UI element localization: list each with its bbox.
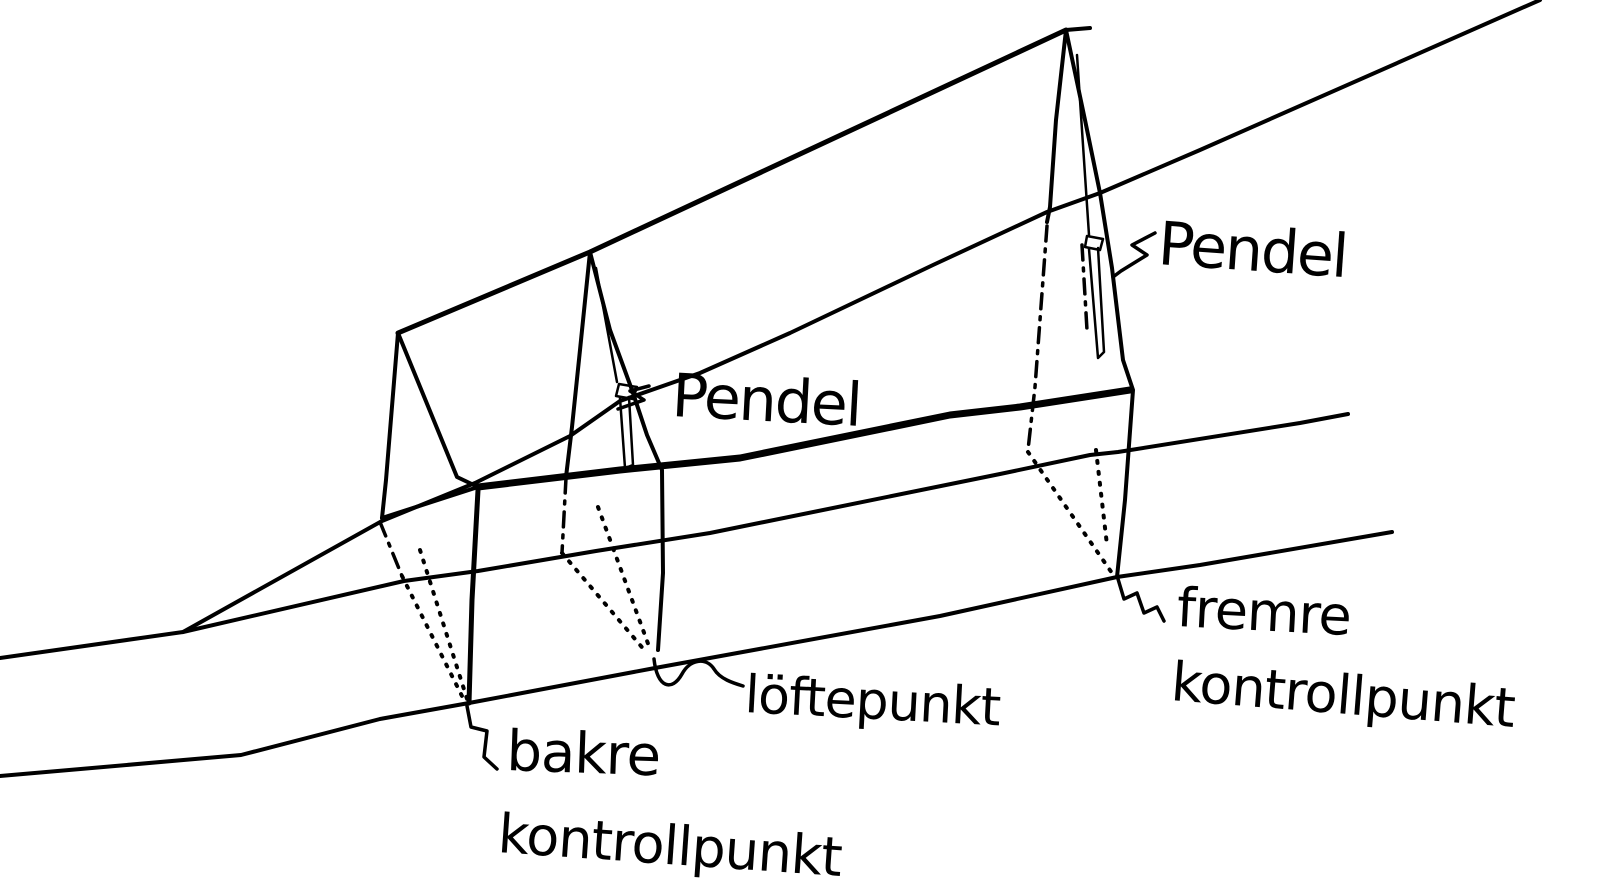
mid-sling-hidden-rope-1 (560, 551, 648, 654)
front-pendulum-rod (1087, 246, 1106, 360)
front-sling-hidden-leg (1026, 224, 1049, 452)
rear-hidden-rope-1 (400, 574, 466, 702)
label-pendel-front: Pendel (1156, 209, 1349, 292)
front-pendulum-hidden-edge (1080, 243, 1089, 332)
mid-sling-left-leg (564, 250, 592, 479)
rear-gable-right-edge (396, 331, 480, 489)
front-sling-hidden-rope-2 (1094, 448, 1109, 547)
label-bakre-line2: kontrollpunkt (496, 802, 844, 889)
eaves-line (474, 386, 1134, 491)
label-fremre-line1: fremre (1175, 576, 1352, 648)
label-fremre-line2: kontrollpunkt (1169, 650, 1517, 740)
mid-sling-right-leg (588, 250, 665, 652)
rear-corner-plumb-line (466, 487, 481, 706)
ridge-apex-tick (1064, 26, 1092, 32)
front-pendulum-hanger (1075, 53, 1091, 237)
mid-sling-hidden-rope-2 (596, 505, 652, 651)
rear-gable-base-edge (380, 485, 480, 520)
house-ridge-line (395, 27, 1069, 336)
front-sling-left-leg (1045, 28, 1068, 224)
cable-line (181, 0, 1542, 634)
front-sling-hidden-rope-1 (1026, 450, 1114, 575)
rear-hidden-leg (378, 520, 404, 578)
mid-pendulum-rod (618, 395, 635, 470)
label-bakre-line1: bakre (506, 719, 662, 789)
front-pendel-leader (1111, 231, 1157, 279)
rear-hidden-rope-2 (418, 548, 470, 704)
loftepunkt-leader (652, 657, 745, 688)
fremre-leader (1116, 577, 1166, 623)
front-sling-right-leg (1064, 28, 1135, 579)
mid-pendulum-hanger (594, 266, 619, 384)
ground-line-upper (0, 412, 1350, 660)
front-pendulum-link (1083, 234, 1105, 252)
label-pendel-mid: Pendel (670, 361, 862, 441)
bakre-leader (465, 704, 499, 771)
label-loftepunkt: löftepunkt (743, 665, 1002, 738)
mid-pendulum-link (614, 382, 639, 401)
mid-pendel-leader (616, 384, 651, 411)
rear-gable-left-edge (380, 331, 400, 520)
mid-sling-hidden-leg (560, 476, 568, 555)
